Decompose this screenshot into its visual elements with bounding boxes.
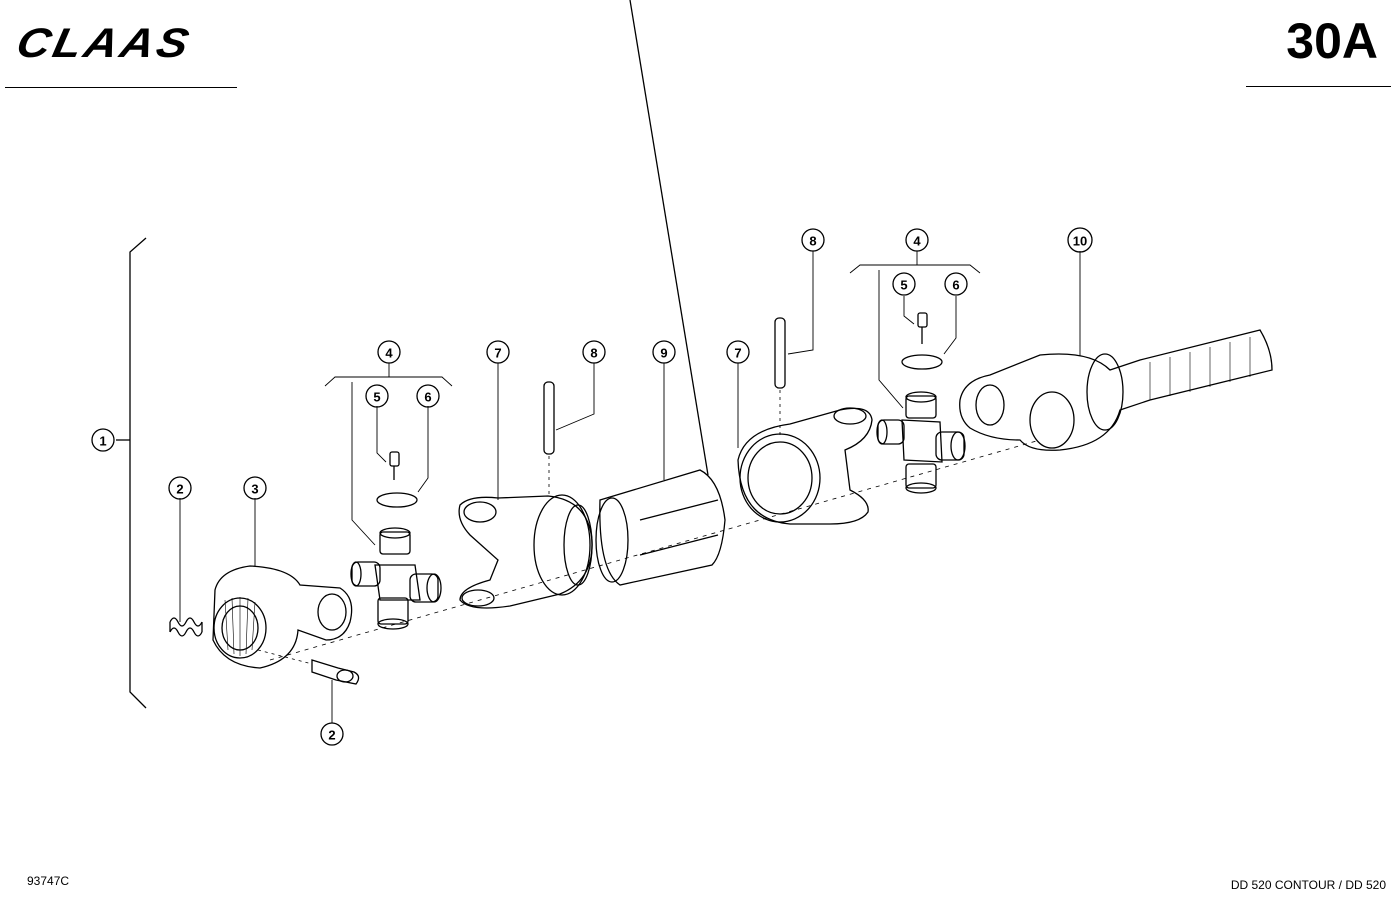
flanged-yoke-left bbox=[458, 494, 593, 609]
grease-nipple-left bbox=[389, 451, 400, 480]
callout-3: 3 bbox=[251, 482, 258, 497]
header-rule-left bbox=[5, 87, 237, 88]
axis-line bbox=[269, 439, 1041, 661]
spring-part bbox=[169, 617, 203, 637]
assembly-bracket bbox=[116, 237, 147, 709]
roll-pin-left bbox=[543, 381, 555, 495]
model-designation: DD 520 CONTOUR / DD 520 bbox=[1230, 878, 1386, 892]
cross-bearing-left bbox=[350, 527, 442, 630]
roll-pin-right bbox=[774, 317, 786, 436]
locking-pin-part bbox=[257, 649, 360, 685]
circlip-right bbox=[901, 354, 943, 370]
callout-numbers: 1 2 3 2 4 5 6 7 8 9 7 8 4 5 6 10 bbox=[99, 234, 1087, 743]
header-rule-right bbox=[1246, 86, 1391, 87]
leader-lines bbox=[179, 251, 1081, 723]
drawing-number: 93747C bbox=[27, 874, 70, 888]
callout-7-right: 7 bbox=[734, 346, 741, 361]
callout-7-left: 7 bbox=[494, 346, 501, 361]
callout-8-right: 8 bbox=[809, 234, 816, 249]
callout-circles bbox=[91, 227, 1093, 746]
callout-2-spring: 2 bbox=[176, 482, 183, 497]
callout-2-pin: 2 bbox=[328, 728, 335, 743]
circlip-left bbox=[376, 492, 418, 508]
callout-4-right: 4 bbox=[913, 234, 921, 249]
callout-4-left: 4 bbox=[385, 346, 393, 361]
splined-shaft-yoke-part bbox=[959, 329, 1273, 451]
callout-9: 9 bbox=[660, 346, 667, 361]
callout-5-left: 5 bbox=[373, 390, 380, 405]
cross-bearing-right bbox=[876, 391, 966, 494]
callout-6-right: 6 bbox=[952, 278, 959, 293]
callout-1: 1 bbox=[99, 434, 106, 449]
callout-10: 10 bbox=[1073, 234, 1087, 249]
callout-6-left: 6 bbox=[424, 390, 431, 405]
page-number: 30A bbox=[1286, 13, 1378, 69]
callout-8-left: 8 bbox=[590, 346, 597, 361]
callout-5-right: 5 bbox=[900, 278, 907, 293]
grease-nipple-right bbox=[917, 312, 928, 344]
profile-tube-part bbox=[595, 0, 726, 586]
flanged-yoke-right bbox=[737, 407, 873, 525]
splined-yoke-part bbox=[212, 565, 353, 669]
